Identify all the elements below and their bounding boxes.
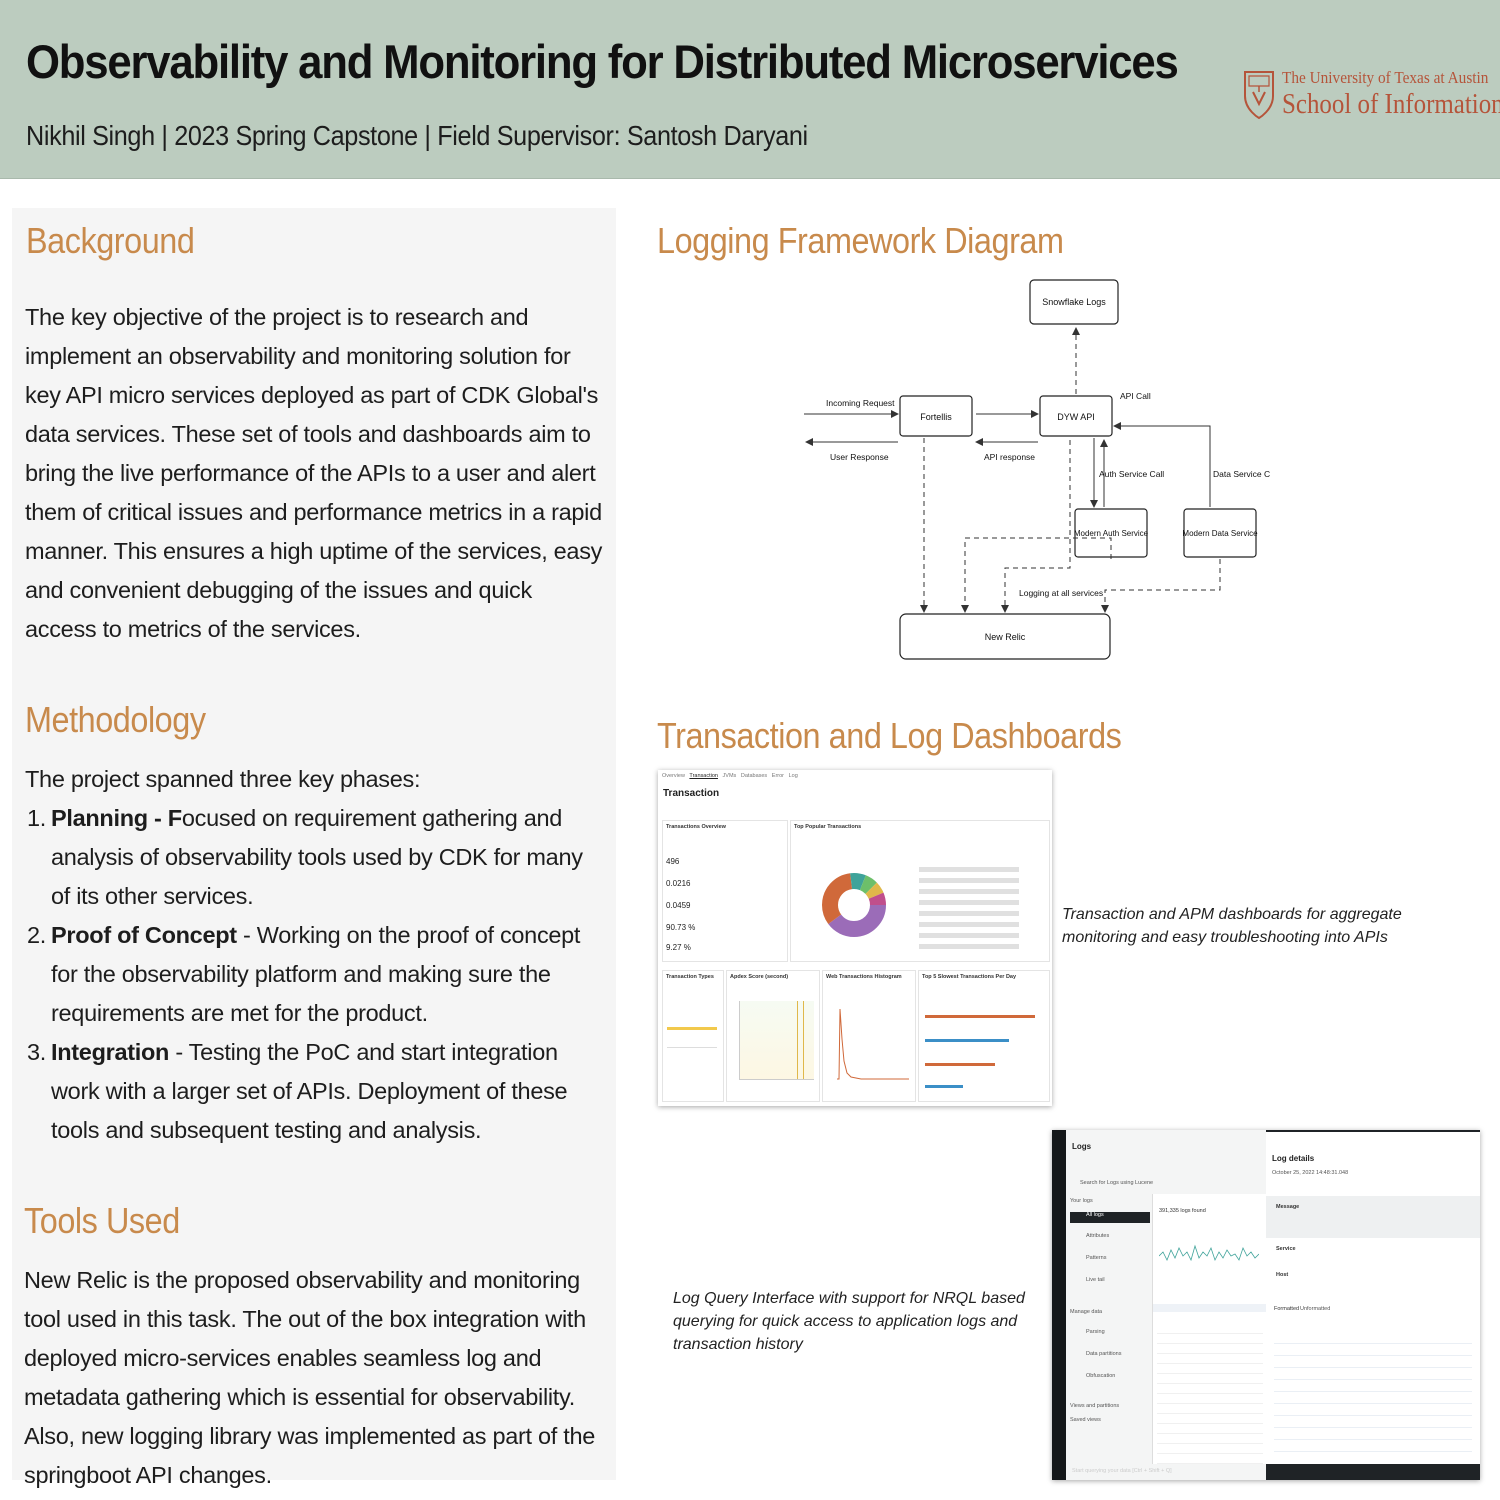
tools-heading: Tools Used [24,1200,180,1241]
query-bar: Start querying your data [Ctrl + Shift +… [1072,1468,1172,1474]
logo-school-name: School of Information [1282,88,1500,120]
logging-framework-diagram: Snowflake Logs Fortellis DYW API Modern … [804,279,1270,660]
logs-caption: Log Query Interface with support for NRQ… [673,1290,1025,1353]
api-response-label: API response [984,452,1035,462]
logs-sidebar-nav: Your logs All logs Attributes Patterns L… [1070,1198,1150,1427]
logo-university-name: The University of Texas at Austin [1282,68,1489,87]
popular-transactions-card: Top Popular Transactions [790,820,1050,962]
apdex-card: Apdex Score (second) [726,970,820,1102]
fortellis-label: Fortellis [920,412,952,422]
logs-interface-screenshot: Logs Search for Logs using Lucene Your l… [1052,1130,1480,1480]
data-label: Modern Data Service [1182,529,1258,538]
log-details-panel: Log details October 25, 2022 14:48:31.04… [1266,1132,1480,1464]
ut-ischool-logo: The University of Texas at Austin School… [1242,66,1500,128]
dyw-label: DYW API [1057,412,1095,422]
logs-results-panel: 391,335 logs found [1152,1194,1267,1464]
background-text: The key objective of the project is to r… [25,304,603,642]
newrelic-label: New Relic [985,632,1026,642]
fortellis-node [899,395,973,437]
methodology-item: 2.Proof of Concept - Working on the proo… [27,922,581,1026]
methodology-item: 1.Planning - Focused on requirement gath… [27,805,583,909]
transaction-types-card: Transaction Types [662,970,724,1102]
api-call-label: API Call [1120,391,1151,401]
auth-label: Modern Auth Service [1074,529,1149,538]
methodology-list: 1.Planning - Focused on requirement gath… [25,799,605,1150]
dashboards-heading: Transaction and Log Dashboards [657,715,1122,756]
logging-label: Logging at all services [1019,588,1103,598]
methodology-heading: Methodology [25,699,206,740]
popular-transactions-donut [822,873,886,937]
methodology-item: 3.Integration - Testing the PoC and star… [27,1039,568,1143]
slowest-transactions-card: Top 5 Slowest Transactions Per Day [918,970,1050,1102]
methodology-intro: The project spanned three key phases: [25,766,421,792]
transaction-title: Transaction [663,788,720,799]
poster-title: Observability and Monitoring for Distrib… [26,35,1179,88]
poster-authors: Nikhil Singh | 2023 Spring Capstone | Fi… [26,120,808,151]
logs-title: Logs [1072,1142,1092,1151]
data-node [1183,508,1257,558]
snowflake-label: Snowflake Logs [1042,297,1106,307]
data-call-label: Data Service Call [1213,469,1270,479]
left-panel [12,208,616,1480]
histogram-card: Web Transactions Histogram [822,970,916,1102]
diagram-heading: Logging Framework Diagram [657,220,1064,261]
incoming-request-label: Incoming Request [826,398,895,408]
auth-call-label: Auth Service Call [1099,469,1164,479]
overview-card: Transactions Overview 496 0.0216 0.0459 … [662,820,788,962]
user-response-label: User Response [830,452,889,462]
tools-text: New Relic is the proposed observability … [24,1267,595,1488]
transaction-caption: Transaction and APM dashboards for aggre… [1062,906,1402,946]
background-heading: Background [26,220,195,261]
transaction-dashboard-screenshot: Overview Transaction JVMs Databases Erro… [658,770,1052,1106]
dyw-node [1039,395,1113,437]
logs-search-placeholder: Search for Logs using Lucene [1080,1180,1154,1186]
snowflake-node [1029,279,1119,325]
popular-transactions-legend [919,861,1044,955]
dashboard-tabs: Overview Transaction JVMs Databases Erro… [662,773,798,779]
newrelic-node [899,613,1111,660]
ut-shield-icon [1244,71,1274,120]
poster-header: Observability and Monitoring for Distrib… [0,0,1500,179]
